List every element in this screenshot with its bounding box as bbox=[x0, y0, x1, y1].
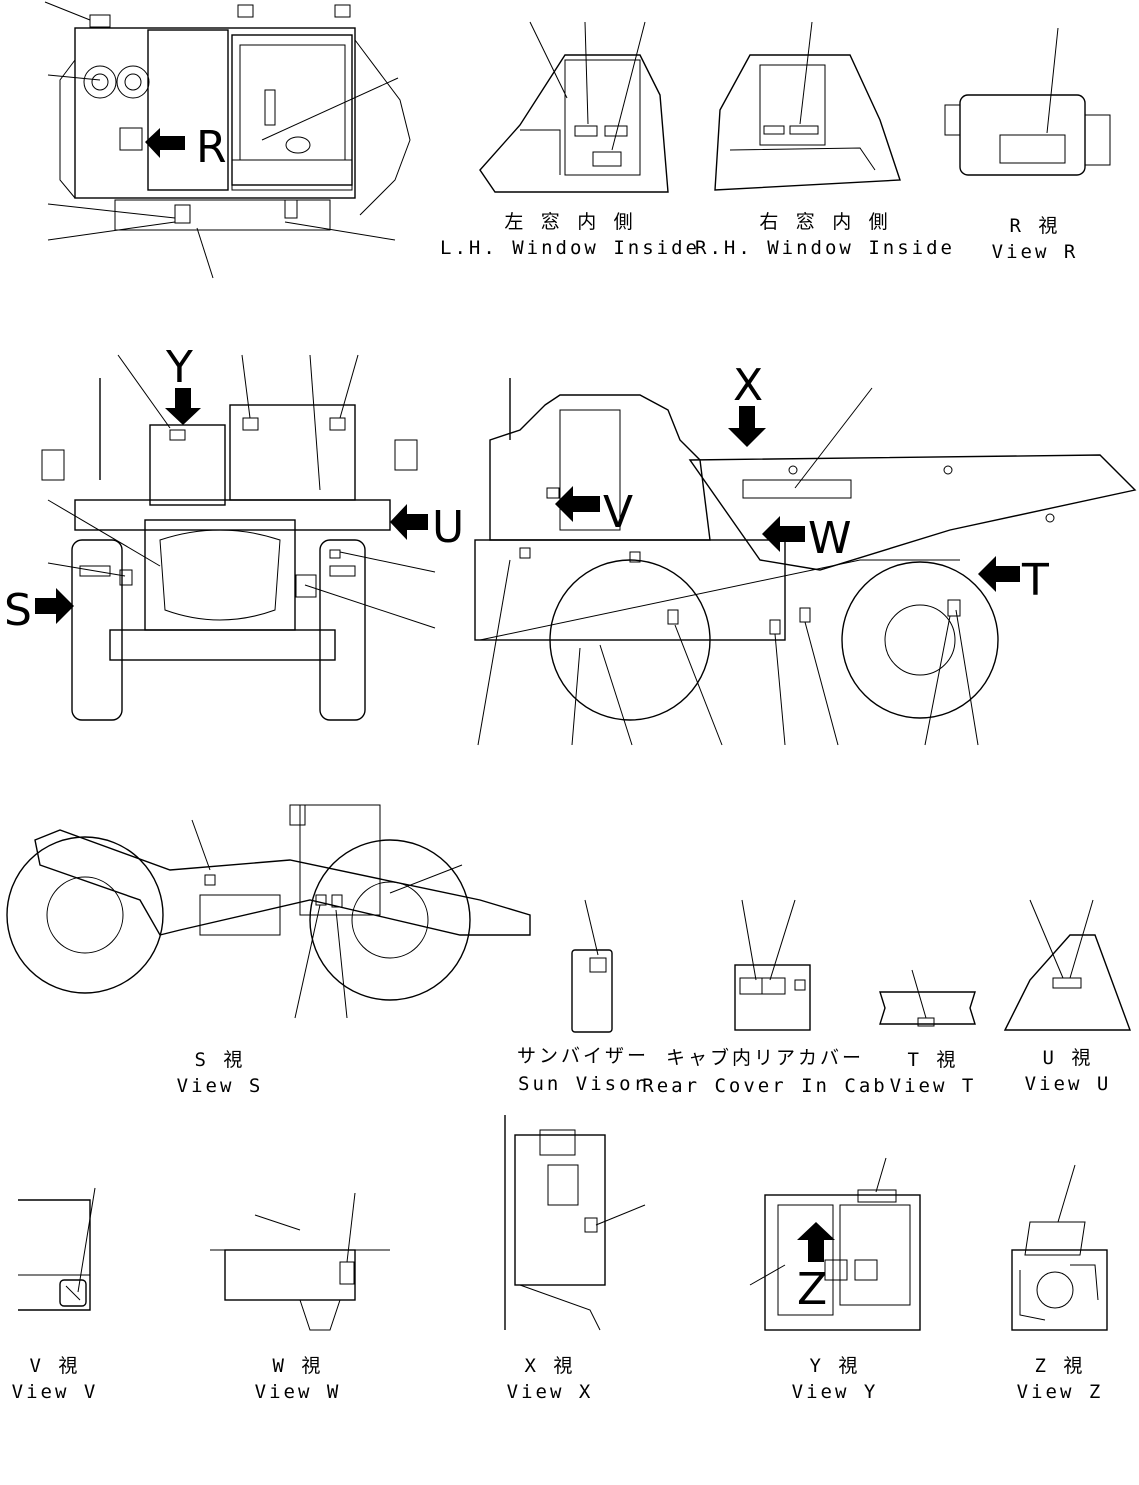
caption-view-v-en: View V bbox=[12, 1381, 99, 1403]
caption-view-y-en: View Y bbox=[792, 1381, 879, 1403]
caption-view-s-jp: S 視 bbox=[195, 1049, 246, 1071]
caption-view-t-jp: T 視 bbox=[908, 1049, 959, 1071]
caption-view-r-jp: R 視 bbox=[1010, 215, 1061, 237]
view-t-drawing bbox=[879, 969, 976, 1027]
caption-view-v-jp: V 視 bbox=[30, 1355, 81, 1377]
caption-lh-window-jp: 左 窓 内 側 bbox=[504, 211, 635, 233]
caption-view-y-jp: Y 視 bbox=[810, 1355, 861, 1377]
caption-rear-cover-en: Rear Cover In Cab bbox=[642, 1075, 887, 1097]
caption-sun-visor-en: Sun Visor bbox=[518, 1073, 648, 1095]
view-letter-w: W bbox=[808, 513, 852, 564]
caption-view-t-en: View T bbox=[890, 1075, 977, 1097]
view-x-drawing bbox=[504, 1115, 646, 1331]
caption-view-r-en: View R bbox=[992, 241, 1079, 263]
caption-rh-window-jp: 右 窓 内 側 bbox=[759, 211, 890, 233]
view-letter-t: T bbox=[1021, 555, 1049, 606]
caption-view-x-jp: X 視 bbox=[525, 1355, 576, 1377]
caption-view-x-en: View X bbox=[507, 1381, 594, 1403]
lh-window-drawing bbox=[479, 21, 669, 193]
cab-top-view bbox=[44, 1, 411, 279]
rh-window-drawing bbox=[714, 21, 901, 191]
caption-view-z-jp: Z 視 bbox=[1035, 1355, 1086, 1377]
view-letter-z: Z bbox=[797, 1264, 827, 1315]
view-letter-y: Y bbox=[165, 342, 193, 393]
view-y-drawing bbox=[749, 1157, 921, 1331]
view-letter-u: U bbox=[432, 502, 464, 553]
caption-view-s-en: View S bbox=[177, 1075, 264, 1097]
caption-view-z-en: View Z bbox=[1017, 1381, 1104, 1403]
caption-view-w-jp: W 視 bbox=[273, 1355, 324, 1377]
caption-lh-window-en: L.H. Window Inside bbox=[440, 237, 700, 259]
view-letter-v: V bbox=[603, 487, 633, 538]
caption-view-u-jp: U 視 bbox=[1043, 1047, 1094, 1069]
view-v-drawing bbox=[18, 1187, 96, 1311]
view-u-drawing bbox=[1003, 899, 1132, 1031]
side-view-drawing bbox=[474, 378, 1137, 746]
caption-sun-visor-jp: サンバイザー bbox=[517, 1045, 649, 1067]
caption-rh-window-en: R.H. Window Inside bbox=[695, 237, 955, 259]
front-view-drawing bbox=[35, 354, 436, 721]
view-w-drawing bbox=[210, 1192, 390, 1331]
view-letter-r: R bbox=[196, 122, 227, 173]
view-letter-s: S bbox=[4, 585, 32, 636]
view-letter-x: X bbox=[733, 360, 763, 411]
view-s-drawing bbox=[6, 804, 531, 1019]
sun-visor-drawing bbox=[571, 899, 613, 1033]
view-r-drawing bbox=[944, 27, 1111, 176]
rear-cover-drawing bbox=[734, 899, 811, 1031]
view-z-drawing bbox=[1011, 1164, 1108, 1331]
caption-view-u-en: View U bbox=[1025, 1073, 1112, 1095]
caption-rear-cover-jp: キャブ内リアカバー bbox=[666, 1046, 864, 1069]
caption-view-w-en: View W bbox=[255, 1381, 342, 1403]
